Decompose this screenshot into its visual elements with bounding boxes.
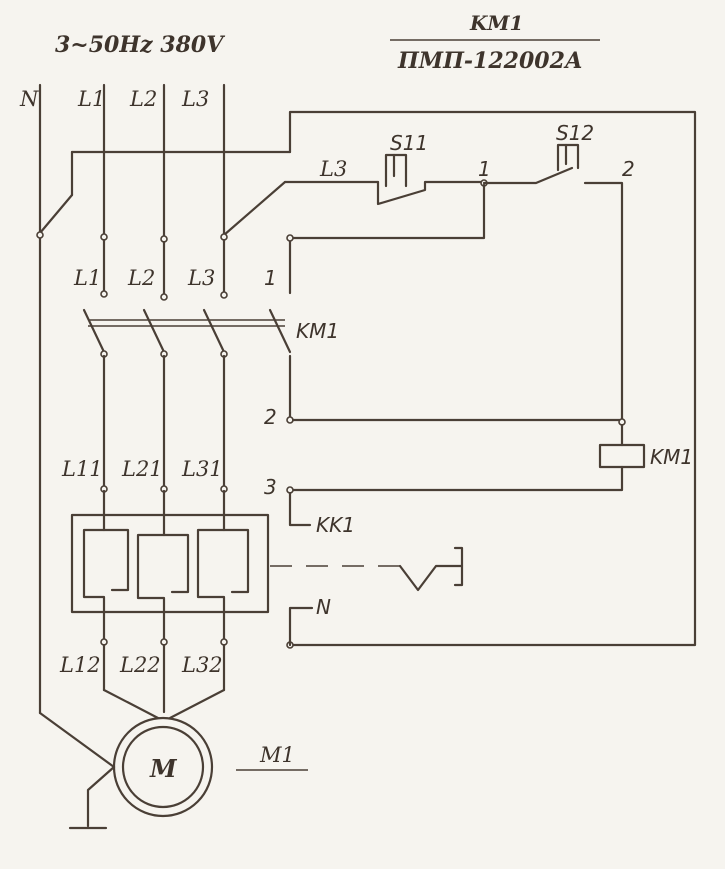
coil-km1	[598, 443, 646, 469]
label-l2-top: L2	[129, 87, 157, 111]
control-return-loop	[288, 110, 697, 647]
label-l21: L21	[121, 457, 163, 481]
start-button-label: S12	[556, 121, 594, 145]
label-contact-3: 3	[264, 475, 277, 499]
overload-contact-lead	[288, 491, 312, 527]
feed-l12	[102, 688, 160, 720]
heater-l3	[196, 489, 226, 642]
coil-lead-bottom	[291, 465, 624, 492]
control-l3-label: L3	[319, 157, 347, 181]
switch-blade-n	[38, 193, 74, 235]
label-l2-mid: L2	[127, 266, 155, 290]
neutral-to-motor	[38, 711, 116, 769]
thermal-latch	[398, 564, 464, 592]
feed-l32	[168, 688, 226, 720]
terminal-node	[36, 231, 44, 239]
heater-l1-loop	[102, 528, 130, 592]
label-contact-2: 2	[264, 405, 277, 429]
node-2-label: 2	[622, 157, 635, 181]
heater-l1	[82, 489, 106, 642]
label-l22: L22	[119, 653, 161, 677]
label-l12: L12	[59, 653, 101, 677]
start-to-coil	[583, 181, 624, 424]
km1-contacts-label: KM1	[296, 319, 339, 343]
label-contact-1: 1	[264, 266, 277, 290]
motor-tag: M1	[259, 743, 295, 767]
stop-button-label: S11	[390, 131, 428, 155]
heater-l2	[136, 489, 166, 642]
label-l31: L31	[181, 457, 223, 481]
stop-button-s11	[376, 180, 486, 206]
terminal-node	[160, 293, 168, 301]
terminal-node	[286, 234, 294, 242]
label-l32: L32	[181, 653, 223, 677]
overload-relay-box	[70, 513, 270, 614]
km1-aux-contact	[268, 308, 292, 354]
node-1-label: 1	[478, 157, 491, 181]
neutral-return-label: N	[316, 595, 331, 619]
thermal-latch-bracket	[453, 546, 464, 587]
holding-circuit	[288, 183, 486, 295]
label-l1-mid: L1	[73, 266, 101, 290]
device-tag: KM1	[469, 11, 523, 35]
label-neutral: N	[19, 87, 39, 111]
ground-lead	[86, 765, 116, 828]
heater-l3-loop	[222, 528, 250, 594]
heater-l2-loop	[162, 533, 190, 594]
km1-contact-l3	[202, 308, 226, 354]
stop-button-actuator	[384, 153, 408, 188]
km1-contact-l1	[82, 308, 106, 354]
device-model: ПМП-122002А	[397, 48, 583, 74]
start-button-actuator	[556, 143, 580, 172]
neutral-return-lead	[288, 606, 314, 647]
label-l3-top: L3	[181, 87, 209, 111]
terminal-node	[220, 291, 228, 299]
overload-contact-label: KK1	[316, 513, 355, 537]
km1-contact-l2	[142, 308, 166, 354]
start-button-s12	[482, 166, 574, 185]
label-l1-top: L1	[77, 87, 105, 111]
terminal-node	[100, 290, 108, 298]
label-l3-mid: L3	[187, 266, 215, 290]
coil-label: KM1	[650, 445, 693, 469]
supply-label: 3~50Hz 380V	[55, 32, 225, 58]
label-l11: L11	[61, 457, 103, 481]
switch-blade-l3	[222, 180, 287, 237]
motor-symbol: M	[149, 754, 178, 783]
motor-inner	[121, 725, 205, 809]
